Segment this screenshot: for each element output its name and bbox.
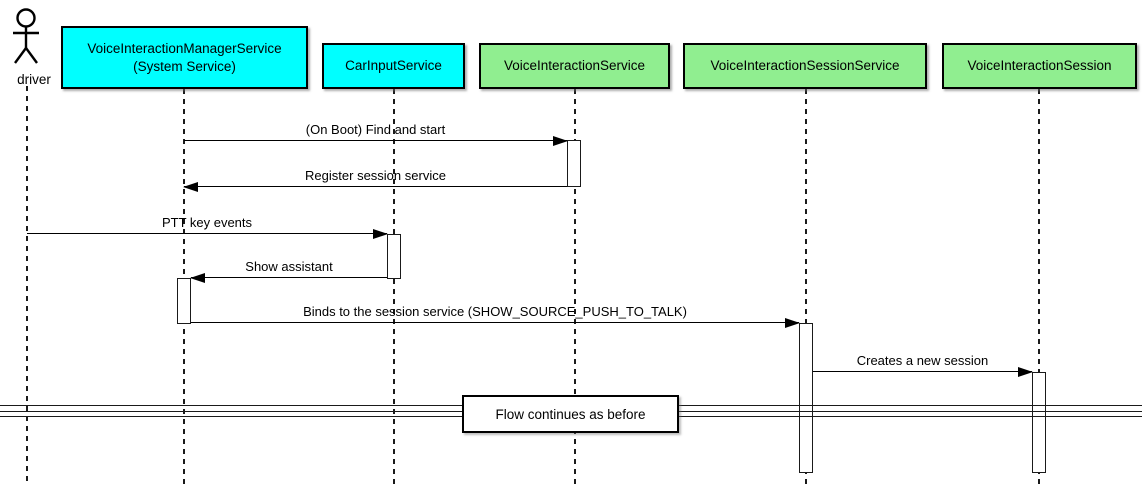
message-register-session-service: Register session service bbox=[183, 164, 567, 192]
lifeline-driver bbox=[25, 86, 28, 485]
divider-label: Flow continues as before bbox=[495, 406, 646, 422]
divider-box: Flow continues as before bbox=[462, 395, 679, 433]
activation-voice-interaction-service bbox=[567, 140, 581, 187]
lifeline-voice-interaction-service bbox=[573, 89, 576, 485]
message-binds-to-session-service: Binds to the session service (SHOW_SOURC… bbox=[191, 300, 800, 328]
message-label: Show assistant bbox=[245, 259, 333, 274]
lifeline-voice-interaction-session-service bbox=[805, 89, 807, 485]
arrowhead-right-icon bbox=[785, 318, 800, 328]
message-show-assistant: Show assistant bbox=[190, 255, 387, 283]
participant-box-voice-interaction-session: VoiceInteractionSession bbox=[942, 43, 1137, 89]
message-label: PTT key events bbox=[161, 215, 253, 230]
arrowhead-right-icon bbox=[1018, 367, 1033, 377]
participant-label: VoiceInteractionService bbox=[503, 58, 646, 74]
participant-box-voice-interaction-manager-service: VoiceInteractionManagerService (System S… bbox=[61, 26, 308, 89]
participant-label: VoiceInteractionSessionService bbox=[710, 58, 900, 74]
participant-box-voice-interaction-service: VoiceInteractionService bbox=[479, 43, 670, 89]
arrowhead-right-icon bbox=[373, 229, 388, 239]
message-ptt-key-events: PTT key events bbox=[27, 211, 388, 239]
actor-icon bbox=[13, 8, 39, 64]
activation-voice-interaction-session-service bbox=[799, 322, 813, 473]
activation-voice-interaction-session bbox=[1032, 371, 1046, 473]
participant-box-voice-interaction-session-service: VoiceInteractionSessionService bbox=[683, 43, 927, 89]
message-creates-new-session: Creates a new session bbox=[813, 349, 1033, 377]
activation-car-input-service bbox=[387, 233, 401, 279]
message-on-boot-find-and-start: (On Boot) Find and start bbox=[184, 118, 568, 146]
lifeline-voice-interaction-session bbox=[1038, 89, 1040, 485]
arrowhead-left-icon bbox=[190, 273, 205, 283]
arrowhead-left-icon bbox=[183, 182, 198, 192]
actor-label: driver bbox=[17, 72, 51, 87]
participant-label: VoiceInteractionSession bbox=[967, 58, 1112, 74]
participant-box-car-input-service: CarInputService bbox=[322, 43, 465, 89]
lifeline-car-input-service bbox=[393, 89, 395, 485]
activation-voice-interaction-manager-service bbox=[177, 277, 191, 324]
message-label: Creates a new session bbox=[856, 353, 989, 368]
actor-driver: driver bbox=[8, 6, 51, 87]
arrowhead-right-icon bbox=[553, 136, 568, 146]
message-label: Binds to the session service (SHOW_SOURC… bbox=[303, 304, 687, 319]
message-label: (On Boot) Find and start bbox=[305, 122, 446, 137]
participant-label: CarInputService bbox=[345, 58, 442, 74]
participant-label: VoiceInteractionManagerService (System S… bbox=[87, 40, 282, 74]
message-label: Register session service bbox=[305, 168, 446, 183]
